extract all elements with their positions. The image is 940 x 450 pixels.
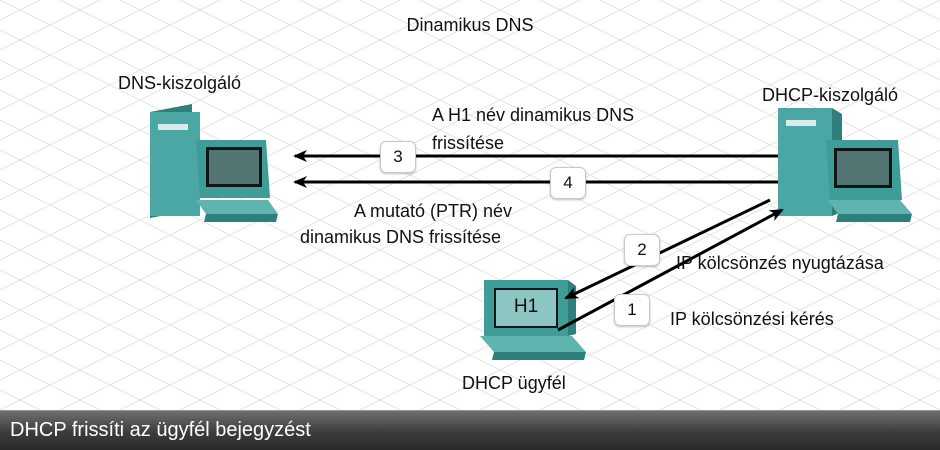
grid-line xyxy=(719,0,940,111)
grid-line xyxy=(0,0,281,141)
background-grid xyxy=(0,0,940,410)
step-4-label-line2: dinamikus DNS frissítése xyxy=(300,227,502,247)
client-screen-label: H1 xyxy=(513,296,539,317)
step-3-label-line2: frissítése xyxy=(432,133,505,153)
grid-line xyxy=(0,0,401,201)
diagram-title: Dinamikus DNS xyxy=(406,15,534,35)
step-3-label-line1: A H1 név dinamikus DNS xyxy=(432,105,635,125)
grid-line xyxy=(719,299,940,410)
grid-line xyxy=(299,89,940,410)
grid-line xyxy=(0,209,401,410)
step-3-badge: 3 xyxy=(380,141,416,173)
grid-line xyxy=(0,269,281,410)
grid-line xyxy=(0,0,821,410)
caption-text: DHCP frissíti az ügyfél bejegyzést xyxy=(10,419,311,441)
step-4-badge: 4 xyxy=(550,167,586,199)
grid-line xyxy=(239,59,940,410)
grid-line xyxy=(0,0,461,231)
step-1-label: IP kölcsönzési kérés xyxy=(670,309,834,329)
diagram-canvas xyxy=(150,104,912,360)
dns-server-icon xyxy=(150,104,278,222)
grid-line xyxy=(659,0,940,141)
dhcp-server-label: DHCP-kiszolgáló xyxy=(762,85,899,105)
arrow-step-2 xyxy=(564,198,771,300)
arrow-step-1 xyxy=(557,208,784,332)
grid-line xyxy=(0,0,161,81)
grid-line xyxy=(119,0,940,410)
dhcp-client-label: DHCP ügyfél xyxy=(462,373,566,393)
step-2-label: IP kölcsönzés nyugtázása xyxy=(676,253,884,273)
grid-line xyxy=(779,0,940,81)
grid-line xyxy=(659,269,940,410)
grid-line xyxy=(0,239,341,410)
grid-line xyxy=(179,29,940,410)
grid-line xyxy=(0,0,521,261)
dhcp-client-icon xyxy=(480,280,586,360)
caption-bar: DHCP frissíti az ügyfél bejegyzést xyxy=(0,410,940,450)
grid-line xyxy=(0,0,341,171)
grid-line xyxy=(0,329,161,410)
grid-line xyxy=(0,0,761,381)
grid-line xyxy=(539,0,940,201)
step-4-label-line1: A mutató (PTR) név xyxy=(354,201,513,221)
grid-line xyxy=(599,0,940,171)
step-1-badge: 1 xyxy=(614,294,650,326)
dhcp-server-icon xyxy=(778,108,912,222)
grid-line xyxy=(59,0,881,410)
grid-line xyxy=(599,239,940,410)
grid-line xyxy=(779,329,940,410)
grid-line xyxy=(539,209,940,410)
grid-line xyxy=(0,0,701,351)
grid-line xyxy=(0,299,221,410)
grid-line xyxy=(0,0,221,111)
step-2-badge: 2 xyxy=(624,234,660,266)
dns-server-label: DNS-kiszolgáló xyxy=(118,73,242,93)
